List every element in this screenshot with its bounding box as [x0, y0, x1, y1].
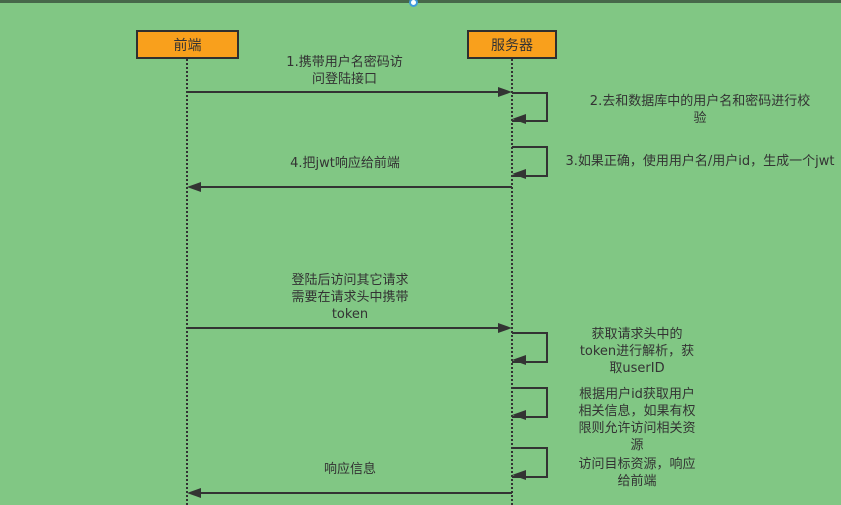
arrow-head-right-icon — [498, 87, 512, 97]
actor-frontend[interactable]: 前端 — [136, 30, 239, 59]
arrow-head-left-icon — [512, 355, 526, 365]
selection-handle[interactable] — [409, 0, 418, 7]
message-6-self-loop[interactable] — [512, 332, 548, 365]
arrow-head-left-icon — [512, 410, 526, 420]
message-8-self-loop[interactable] — [512, 447, 548, 480]
message-2-self-loop[interactable] — [512, 92, 548, 124]
message-3-self-loop[interactable] — [512, 146, 548, 179]
arrow-line — [199, 186, 512, 188]
arrow-line — [187, 91, 500, 93]
lifeline-server[interactable] — [511, 59, 513, 505]
arrow-head-left-icon — [512, 470, 526, 480]
arrow-head-left-icon — [512, 114, 526, 124]
arrow-head-left-icon — [512, 169, 526, 179]
arrow-head-left-icon — [187, 182, 201, 192]
lifeline-frontend[interactable] — [186, 59, 188, 505]
arrow-head-right-icon — [498, 323, 512, 333]
arrow-line — [187, 327, 500, 329]
message-4-arrow[interactable] — [187, 182, 512, 192]
message-8-label[interactable]: 访问目标资源，响应 给前端 — [578, 457, 696, 489]
message-9-label[interactable]: 响应信息 — [323, 462, 376, 477]
message-6-label[interactable]: 获取请求头中的 token进行解析，获 取userID — [579, 327, 695, 376]
message-7-label[interactable]: 根据用户id获取用户 相关信息，如果有权 限则允许访问相关资 源 — [578, 387, 696, 453]
message-2-label[interactable]: 2.去和数据库中的用户名和密码进行校 验 — [589, 94, 811, 126]
arrow-line — [199, 492, 512, 494]
message-3-label[interactable]: 3.如果正确，使用用户名/用户id，生成一个jwt — [565, 154, 835, 169]
message-5-label[interactable]: 登陆后访问其它请求 需要在请求头中携带 token — [291, 273, 409, 322]
actor-frontend-label: 前端 — [173, 37, 202, 54]
message-7-self-loop[interactable] — [512, 387, 548, 420]
canvas-top-border — [0, 0, 841, 3]
actor-server-label: 服务器 — [491, 37, 533, 54]
message-5-arrow[interactable] — [187, 323, 512, 333]
arrow-head-left-icon — [187, 488, 201, 498]
actor-server[interactable]: 服务器 — [467, 30, 557, 59]
message-4-label[interactable]: 4.把jwt响应给前端 — [290, 156, 400, 171]
message-1-arrow[interactable] — [187, 87, 512, 97]
message-1-label[interactable]: 1.携带用户名密码访 问登陆接口 — [286, 55, 403, 87]
message-9-arrow[interactable] — [187, 488, 512, 498]
